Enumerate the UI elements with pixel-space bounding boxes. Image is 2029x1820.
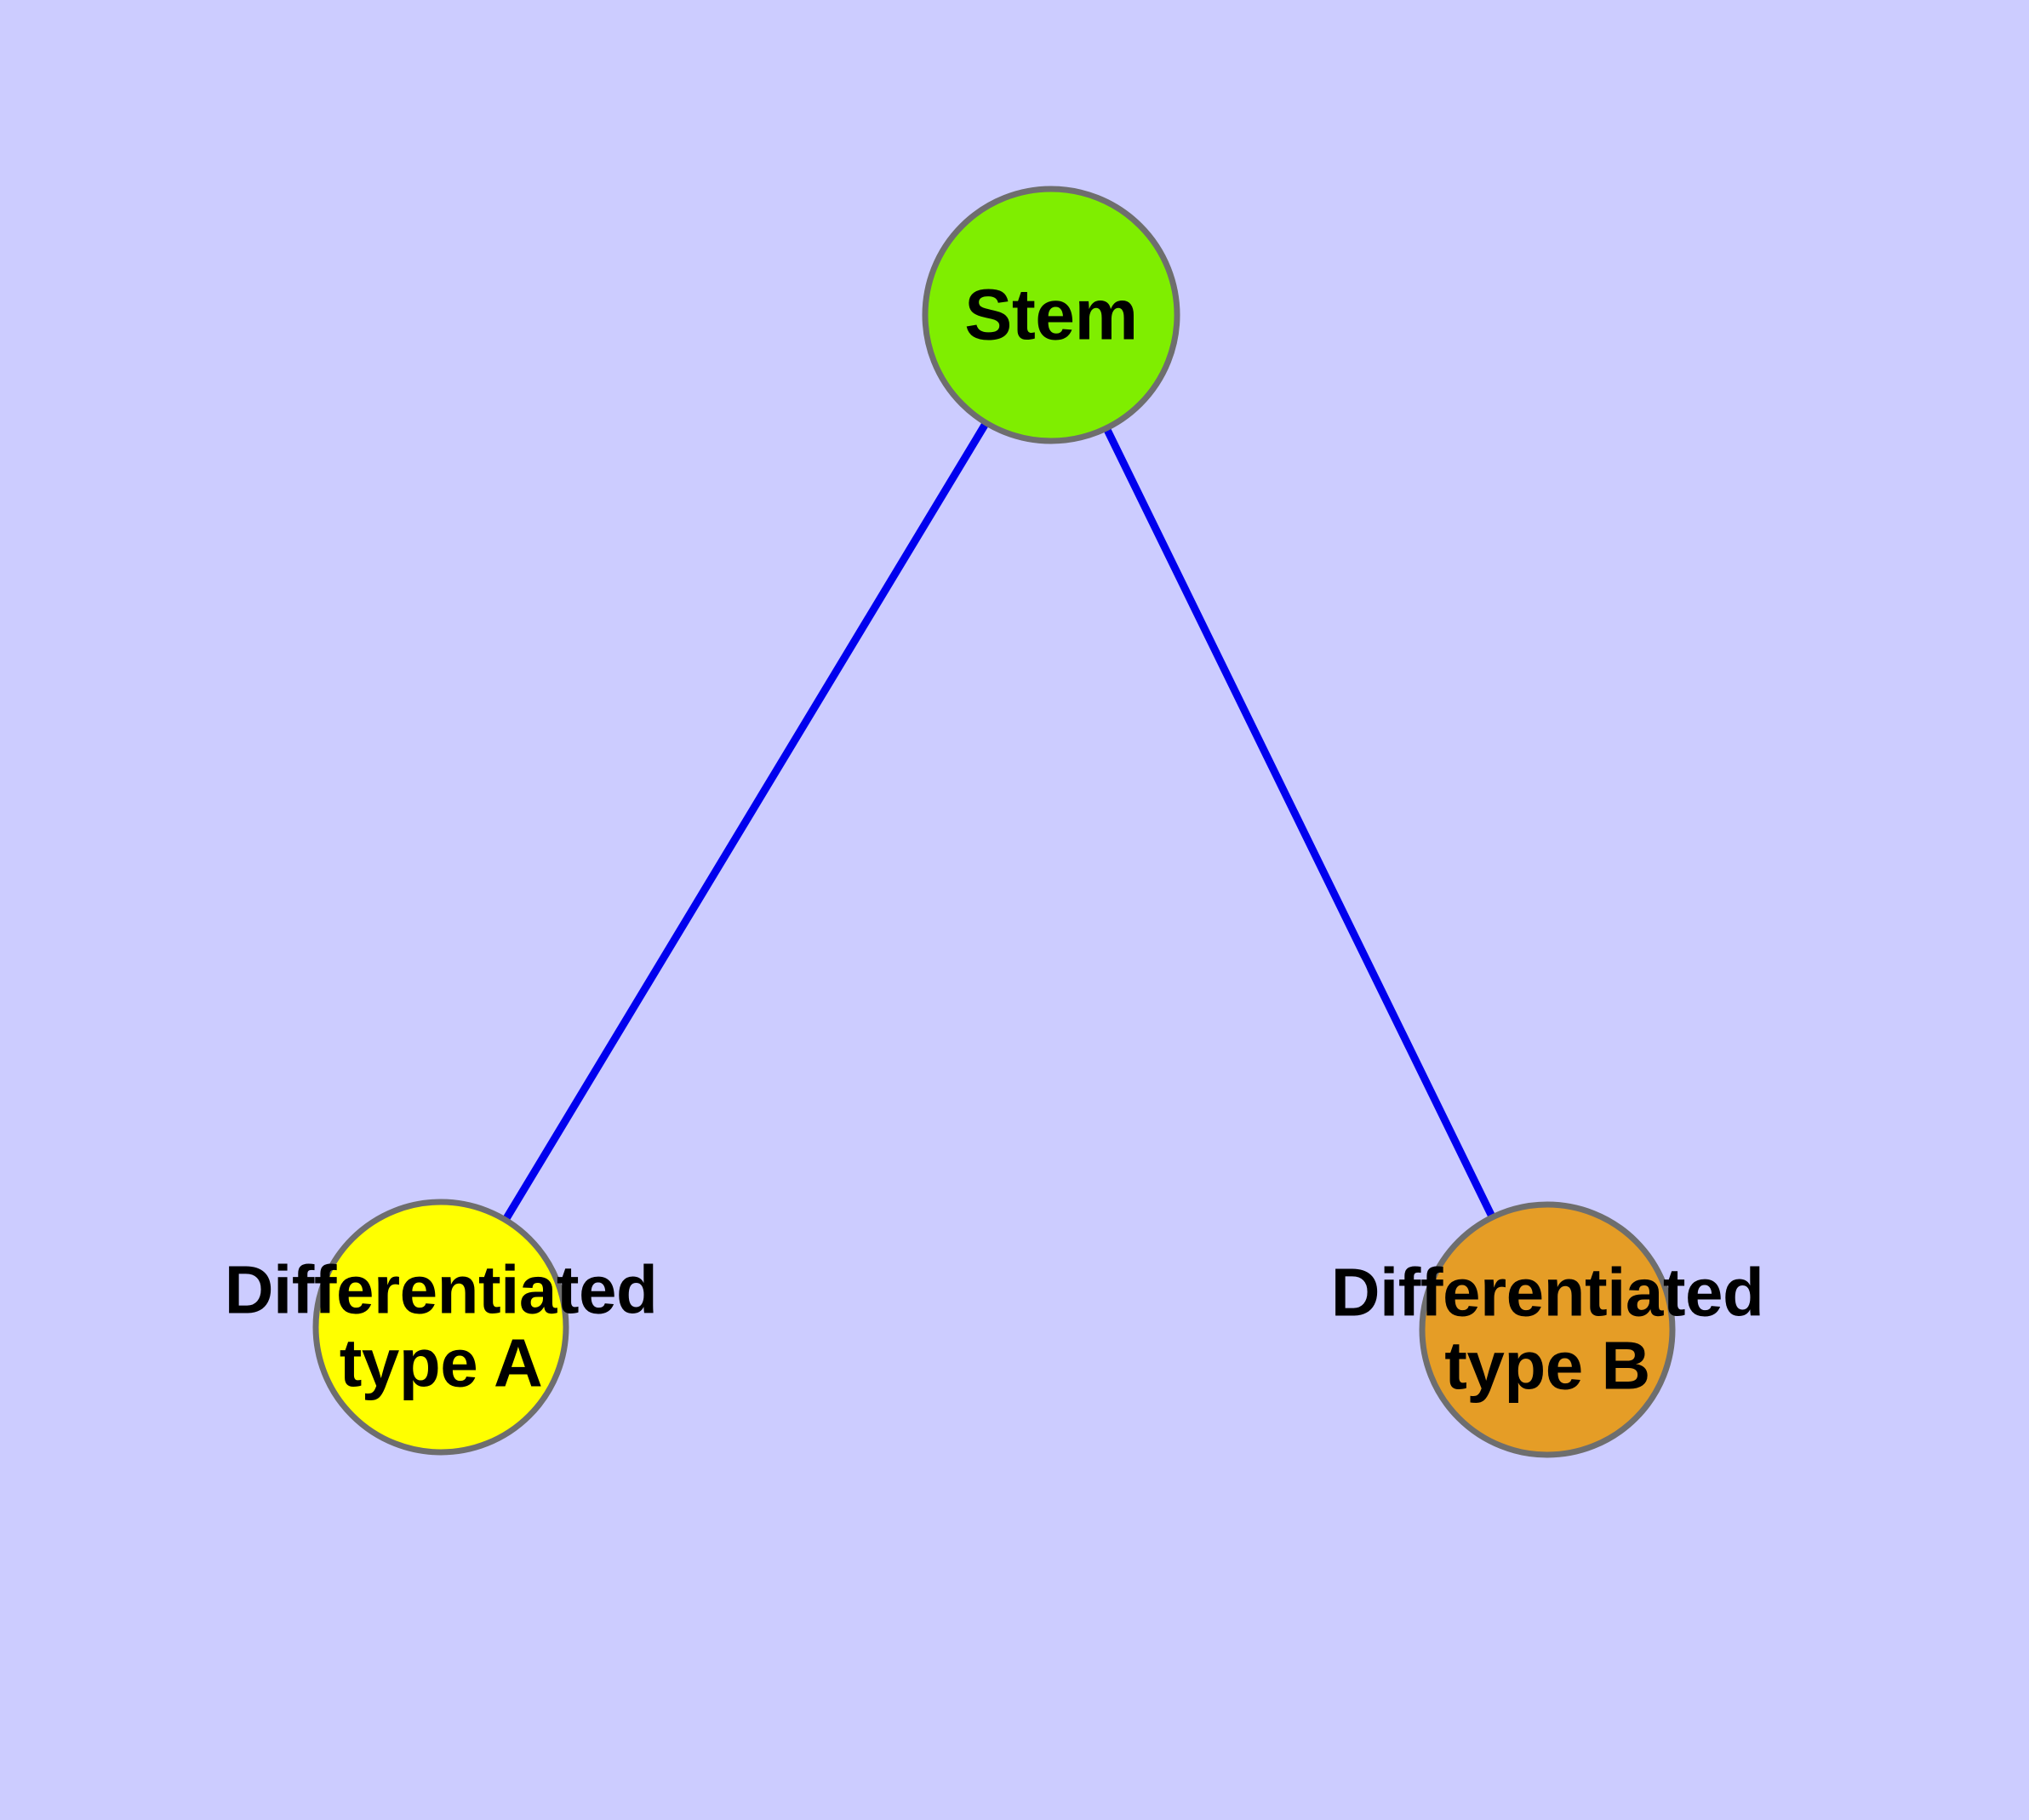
node-circle-stem[interactable] bbox=[922, 186, 1180, 444]
node-circle-diff_a[interactable] bbox=[312, 1199, 569, 1456]
node-layer bbox=[312, 186, 1676, 1458]
edge-layer bbox=[502, 421, 1496, 1222]
edge-stem-to-diff_a bbox=[502, 421, 990, 1222]
node-circle-diff_b[interactable] bbox=[1419, 1201, 1676, 1458]
edge-stem-to-diff_b bbox=[1102, 426, 1496, 1219]
